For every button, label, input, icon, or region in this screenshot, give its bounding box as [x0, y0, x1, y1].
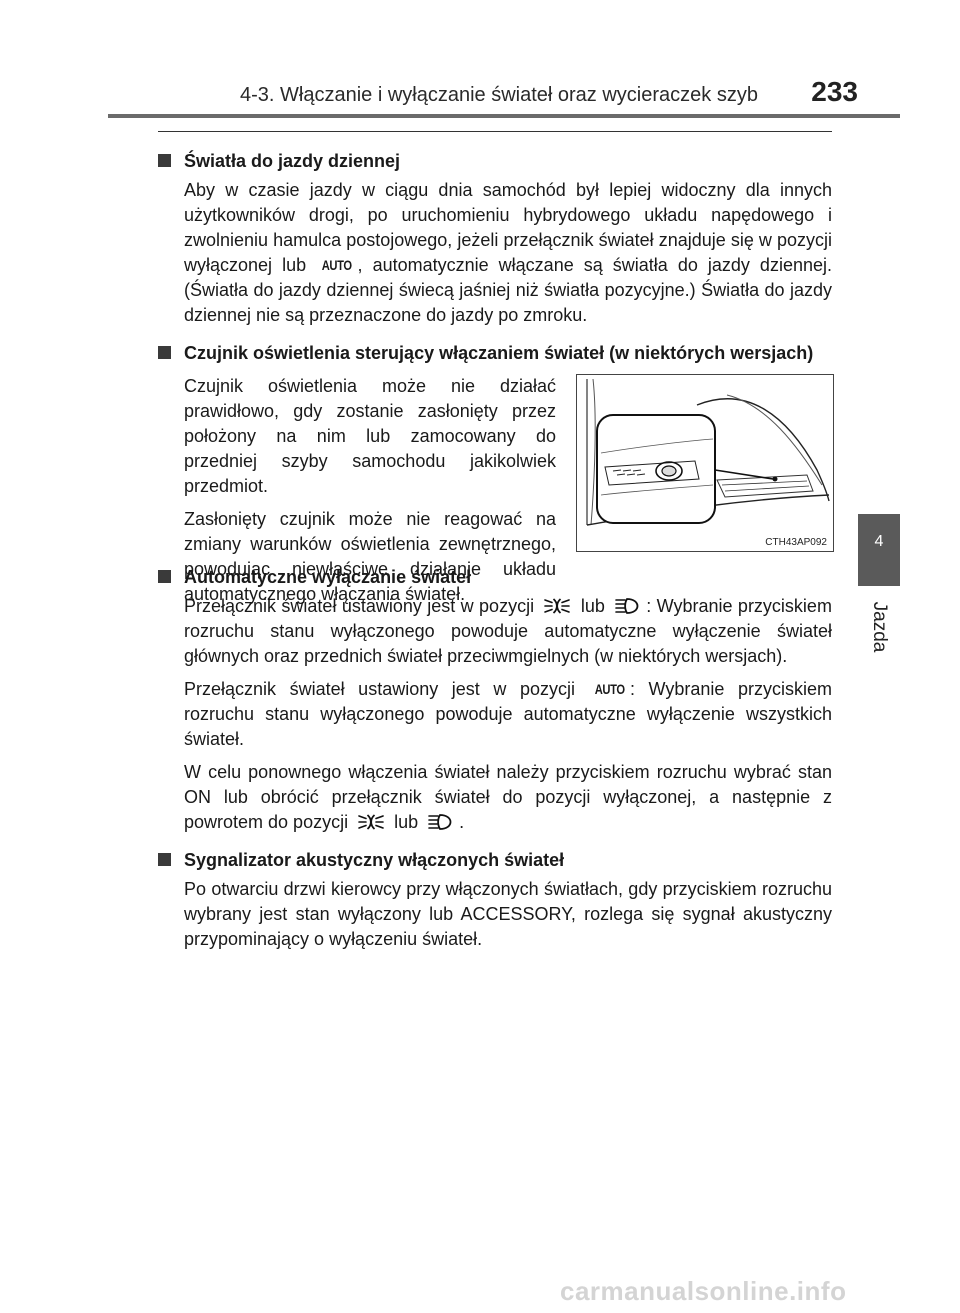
figure-code: CTH43AP092 — [765, 537, 827, 548]
chapter-number: 4 — [874, 533, 884, 550]
sensor-paragraph-2: Zasłonięty czujnik może nie reagować na … — [184, 509, 556, 604]
content-top-divider — [158, 131, 832, 132]
section-drl-title: Światła do jazdy dziennej — [158, 148, 832, 174]
watermark: carmanualsonline.info — [560, 1276, 847, 1306]
tail-light-icon — [357, 813, 385, 831]
chapter-label-container: Jazda — [858, 592, 900, 662]
sensor-paragraph-1: Czujnik oświetlenia może nie działać pra… — [184, 376, 556, 496]
header-divider — [108, 114, 900, 118]
headlight-icon — [614, 597, 642, 615]
headlight-icon — [427, 813, 455, 831]
chapter-label: Jazda — [869, 601, 890, 653]
section-auto-off-title: Automatyczne wyłączanie świateł — [158, 564, 832, 590]
windshield-sensor-drawing — [586, 378, 830, 526]
section-bullet-icon — [158, 154, 171, 167]
section-bullet-icon — [158, 570, 171, 583]
auto-off-paragraph-2: Przełącznik świateł ustawiony jest w poz… — [184, 679, 832, 749]
buzzer-paragraph: Po otwarciu drzwi kierowcy przy włączony… — [184, 879, 832, 949]
section-buzzer-title: Sygnalizator akustyczny włączonych świat… — [158, 847, 832, 873]
auto-off-paragraph-3: W celu ponownego włączenia świateł należ… — [184, 762, 832, 832]
section-bullet-icon — [158, 346, 171, 359]
sensor-text: Czujnik oświetlenia może nie działać pra… — [184, 370, 556, 607]
section-sensor-title: Czujnik oświetlenia sterujący włączaniem… — [158, 340, 832, 366]
page-number: 233 — [811, 76, 858, 107]
auto-switch-icon: AUTO — [321, 257, 352, 273]
light-sensor-illustration: CTH43AP092 — [576, 374, 834, 552]
chapter-tab: 4 — [858, 514, 900, 586]
auto-switch-icon: AUTO — [594, 681, 625, 697]
section-drl-paragraph: Aby w czasie jazdy w ciągu dnia samochód… — [184, 180, 832, 325]
section-bullet-icon — [158, 853, 171, 866]
auto-off-paragraph-1: Przełącznik świateł ustawiony jest w poz… — [184, 596, 832, 666]
chapter-header: 4-3. Włączanie i wyłączanie świateł oraz… — [240, 84, 758, 106]
section-sensor-body: Czujnik oświetlenia może nie działać pra… — [158, 370, 834, 604]
page-content: Światła do jazdy dziennej Aby w czasie j… — [158, 144, 834, 952]
